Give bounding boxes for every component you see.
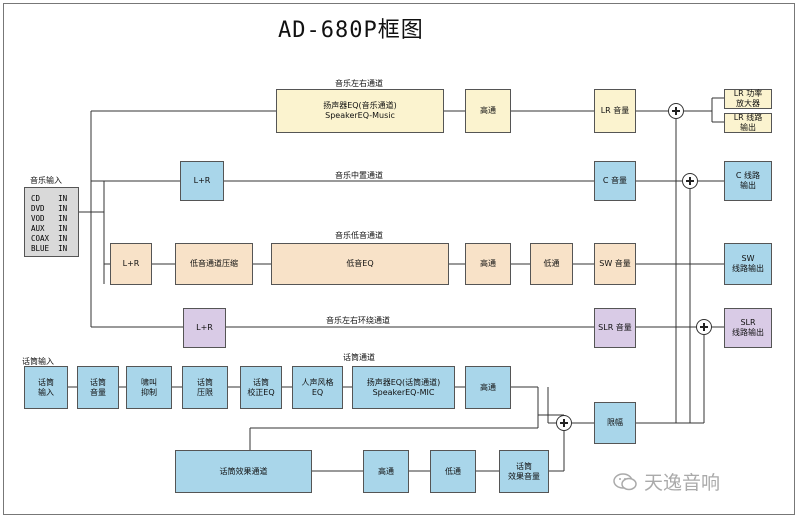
lr-line-out-block: LR 线路 输出 <box>724 113 772 133</box>
lr-amp-block: LR 功率 放大器 <box>724 89 772 109</box>
mic-input-label: 话筒输入 <box>22 357 54 366</box>
bass-channel-label: 音乐低音通道 <box>335 231 383 240</box>
chat-bubble-icon <box>613 472 637 490</box>
lr-summing-junction <box>668 103 684 119</box>
speaker-eq-mic-block: 扬声器EQ(话筒通道) SpeakerEQ-MIC <box>352 366 455 409</box>
lr-highpass-block: 高通 <box>465 89 511 133</box>
mic-correction-eq-block: 话筒 校正EQ <box>240 366 282 409</box>
music-input-label: 音乐输入 <box>30 176 62 185</box>
input-dvd: DVD IN <box>31 204 68 213</box>
input-vod: VOD IN <box>31 214 68 223</box>
speaker-eq-music-block: 扬声器EQ(音乐通道) SpeakerEQ-Music <box>276 89 444 133</box>
input-blue: BLUE IN <box>31 244 68 253</box>
input-aux: AUX IN <box>31 224 68 233</box>
sub-lowpass-block: 低通 <box>530 243 573 285</box>
sub-highpass-block: 高通 <box>465 243 511 285</box>
mic-voice-eq-block: 人声风格 EQ <box>292 366 343 409</box>
mic-summing-junction <box>556 415 572 431</box>
sub-sum-lr-block: L+R <box>110 243 152 285</box>
effect-volume-block: 话筒 效果音量 <box>499 450 549 493</box>
watermark-text: 天逸音响 <box>644 472 721 494</box>
diagram-title: AD-680P框图 <box>278 18 424 43</box>
mic-input-block: 话筒 输入 <box>24 366 68 409</box>
center-channel-label: 音乐中置通道 <box>335 171 383 180</box>
effect-lowpass-block: 低通 <box>430 450 476 493</box>
mic-volume-block: 话筒 音量 <box>77 366 119 409</box>
surround-summing-junction <box>696 319 712 335</box>
mic-channel-label: 话筒通道 <box>343 353 375 362</box>
limiter-block: 限幅 <box>594 402 636 444</box>
watermark: 天逸音响 <box>612 468 720 495</box>
sub-volume-block: SW 音量 <box>594 243 636 285</box>
center-line-out-block: C 线路 输出 <box>724 161 772 201</box>
center-summing-junction <box>682 173 698 189</box>
music-input-sources: CD IN DVD IN VOD IN AUX IN COAX IN BLUE … <box>24 187 79 257</box>
input-cd: CD IN <box>31 194 68 203</box>
mic-effect-channel-block: 话筒效果通道 <box>175 450 312 493</box>
sub-line-out-block: SW 线路输出 <box>724 243 772 285</box>
sub-eq-block: 低音EQ <box>271 243 449 285</box>
surround-volume-block: SLR 音量 <box>594 308 636 348</box>
surround-line-out-block: SLR 线路输出 <box>724 308 772 348</box>
mic-highpass-block: 高通 <box>465 366 511 409</box>
lr-channel-label: 音乐左右通道 <box>335 79 383 88</box>
center-sum-lr-block: L+R <box>180 161 224 201</box>
mic-feedback-block: 啸叫 抑制 <box>126 366 172 409</box>
surround-sum-lr-block: L+R <box>183 308 226 348</box>
diagram-frame <box>3 3 795 515</box>
effect-highpass-block: 高通 <box>363 450 409 493</box>
center-volume-block: C 音量 <box>594 161 636 201</box>
lr-volume-block: LR 音量 <box>594 89 636 133</box>
surround-channel-label: 音乐左右环绕通道 <box>326 316 390 325</box>
sub-compressor-block: 低音通道压缩 <box>175 243 253 285</box>
input-coax: COAX IN <box>31 234 68 243</box>
mic-compressor-block: 话筒 压限 <box>182 366 228 409</box>
